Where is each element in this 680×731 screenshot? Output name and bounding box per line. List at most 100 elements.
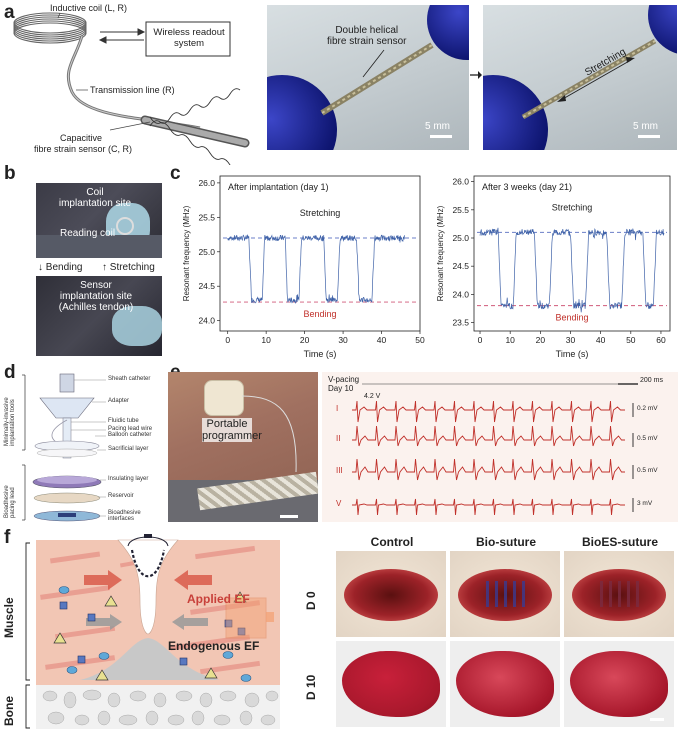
coil-site-line-1: Coil <box>86 187 104 198</box>
wound-photo <box>450 551 560 637</box>
ecg-trace <box>352 458 625 481</box>
y-tick-label: 24.5 <box>198 281 215 291</box>
panel-a-label: a <box>4 2 15 23</box>
ecg-lead-name: II <box>336 434 341 443</box>
x-tick-label: 50 <box>415 335 425 345</box>
column-header: BioES-suture <box>581 535 658 549</box>
arrow-right-icon <box>470 71 482 79</box>
tools-line-2: implantation tools <box>10 399 16 446</box>
ecg-traces <box>352 383 638 516</box>
panel-f-label: f <box>4 527 11 548</box>
pacing-part-label: Bioadhesive interfaces <box>108 510 141 522</box>
x-tick-label: 40 <box>377 335 387 345</box>
tools-side-label: Minimally-invasive implantation tools <box>4 386 20 446</box>
coil-implantation-photo: Coil implantation site Reading coil <box>36 183 162 258</box>
bone-label-wrap: Bone <box>2 690 22 730</box>
sensor-site-line-3: (Achilles tendon) <box>58 302 134 313</box>
chart-title: After implantation (day 1) <box>228 182 329 192</box>
lead-line-2: pacing lead <box>10 487 16 518</box>
programmer-photo: Portable programmer <box>168 372 318 522</box>
ecg-amplitude-scale: 0.2 mV <box>637 405 658 412</box>
x-tick-label: 10 <box>261 335 271 345</box>
ecg-trace <box>352 425 625 447</box>
bending-label: Bending <box>45 262 83 273</box>
x-tick-label: 0 <box>478 335 483 345</box>
frequency-trace <box>227 234 405 304</box>
sensor-site-line-1: Sensor <box>80 280 112 291</box>
x-tick-label: 30 <box>338 335 348 345</box>
portable-programmer-label: Portable programmer <box>202 418 262 442</box>
scale-bar-1: 5 mm <box>425 121 450 132</box>
coil-site-label: Coil implantation site <box>50 187 140 209</box>
x-tick-label: 20 <box>536 335 546 345</box>
muscle-label-wrap: Muscle <box>2 566 22 646</box>
muscle-healing-schematic <box>25 534 280 729</box>
pacing-part-label: Sacrificial layer <box>108 446 149 452</box>
ecg-amplitude-scale: 0.5 mV <box>637 467 658 474</box>
x-axis-label: Time (s) <box>556 349 589 359</box>
wound-photo <box>336 551 446 637</box>
y-tick-label: 25.0 <box>198 247 215 257</box>
sensor-schematic <box>13 12 250 165</box>
stretching-b-label: Stretching <box>109 262 155 273</box>
endogenous-ef-label: Endogenous EF <box>168 639 260 653</box>
helical-label-2: fibre strain sensor <box>327 36 407 47</box>
ecg-trace <box>352 498 625 516</box>
y-tick-label: 25.0 <box>452 233 469 243</box>
chart-title: After 3 weeks (day 21) <box>482 182 572 192</box>
lead-side-label: Bioadhesive pacing lead <box>4 468 20 518</box>
x-tick-label: 20 <box>300 335 310 345</box>
ecg-title-2: Day 10 <box>328 384 354 393</box>
frequency-trace <box>479 227 665 313</box>
ecg-lead-name: III <box>336 466 343 475</box>
x-tick-label: 60 <box>656 335 666 345</box>
pacing-lead-schematic <box>22 373 106 522</box>
ecg-time-scale: 200 ms <box>640 377 663 384</box>
ecg-lead-name: I <box>336 404 339 413</box>
y-axis-label: Resonant frequency (MHz) <box>182 205 191 301</box>
y-axis-label: Resonant frequency (MHz) <box>436 205 445 301</box>
ecg-title: V-pacing Day 10 <box>328 375 359 393</box>
y-tick-label: 24.0 <box>198 316 215 326</box>
y-tick-label: 26.0 <box>198 178 215 188</box>
sensor-photo-relaxed: Double helical fibre strain sensor 5 mm <box>267 5 469 150</box>
x-tick-label: 50 <box>626 335 636 345</box>
bending-direction: ↓ Bending <box>38 262 82 273</box>
stretching-annotation: Stretching <box>300 208 341 218</box>
ecg-trace <box>352 400 625 423</box>
capacitive-label-2: fibre strain sensor (C, R) <box>34 144 133 154</box>
sensor-site-line-2: implantation site <box>59 291 133 302</box>
helical-sensor-label: Double helical fibre strain sensor <box>327 25 406 47</box>
pacing-part-label: Reservoir <box>108 493 134 499</box>
x-tick-label: 0 <box>225 335 230 345</box>
portable-line-2: programmer <box>202 430 262 442</box>
panel-d-label: d <box>4 362 16 383</box>
inductive-coil-label: Inductive coil (L, R) <box>50 3 128 13</box>
sensor-photo-stretched: Stretching 5 mm <box>483 5 677 150</box>
ecg-panel <box>322 372 678 522</box>
y-tick-label: 24.0 <box>452 289 469 299</box>
ecg-title-1: V-pacing <box>328 375 360 384</box>
wound-photo <box>450 641 560 727</box>
x-axis-label: Time (s) <box>304 349 337 359</box>
plot-frame <box>219 175 421 332</box>
wound-photo <box>564 551 674 637</box>
pacing-part-label: Sheath catheter <box>108 376 151 382</box>
y-tick-label: 26.0 <box>452 177 469 187</box>
pacing-part-label: Adapter <box>108 398 130 404</box>
helical-label-1: Double helical <box>335 25 399 36</box>
row-label-wrap: D 0 <box>300 551 324 637</box>
ecg-amplitude-scale: 3 mV <box>637 500 653 507</box>
stretching-annotation: Stretching <box>552 202 593 212</box>
bone-label: Bone <box>2 696 16 726</box>
pacing-voltage: 4.2 V <box>364 393 381 400</box>
y-tick-label: 25.5 <box>198 212 215 222</box>
ecg-lead-name: V <box>336 499 342 508</box>
row-label: D 10 <box>304 674 318 700</box>
arrow-down-icon: ↓ <box>38 262 43 273</box>
